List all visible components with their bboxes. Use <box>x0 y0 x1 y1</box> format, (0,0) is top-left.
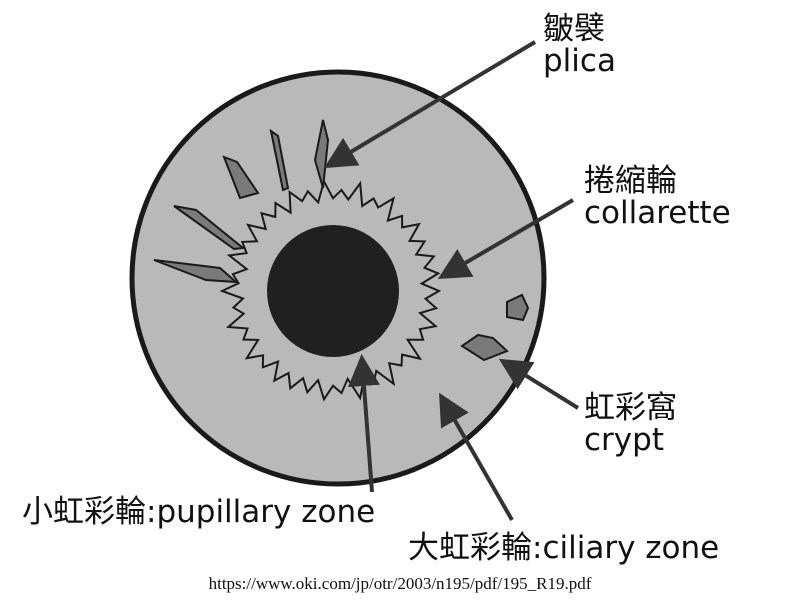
pupillary-zone-arrow <box>348 354 380 493</box>
plica-label-en: plica <box>543 42 616 79</box>
plica-shard <box>173 205 246 251</box>
plica-shard <box>313 119 330 189</box>
plica-shard <box>153 259 239 284</box>
collarette-label-ja: 捲縮輪 <box>584 163 677 199</box>
crypt-arrow <box>498 358 580 410</box>
plica-arrow <box>323 40 537 169</box>
collarette-label: 捲縮輪 collarette <box>584 163 731 231</box>
collarette-label-en: collarette <box>584 194 731 231</box>
crypt-label: 虹彩窩 crypt <box>584 390 677 458</box>
crypt-shape <box>460 333 509 362</box>
pupillary-zone-label: 小虹彩輪:pupillary zone <box>22 494 376 530</box>
ciliary-zone-label: 大虹彩輪:ciliary zone <box>408 530 720 566</box>
plica-shard <box>222 155 260 200</box>
source-url: https://www.oki.com/jp/otr/2003/n195/pdf… <box>208 574 592 593</box>
plica-label-ja: 皺襞 <box>543 11 605 47</box>
crypt-label-ja: 虹彩窩 <box>584 390 677 426</box>
plica-shard <box>269 128 290 192</box>
pupil <box>267 225 399 357</box>
collarette-arrow <box>437 198 575 280</box>
ciliary-zone-arrow <box>439 392 514 521</box>
crypt-label-en: crypt <box>584 421 664 458</box>
plica-label: 皺襞 plica <box>543 11 616 79</box>
crypt-shape <box>506 293 530 322</box>
